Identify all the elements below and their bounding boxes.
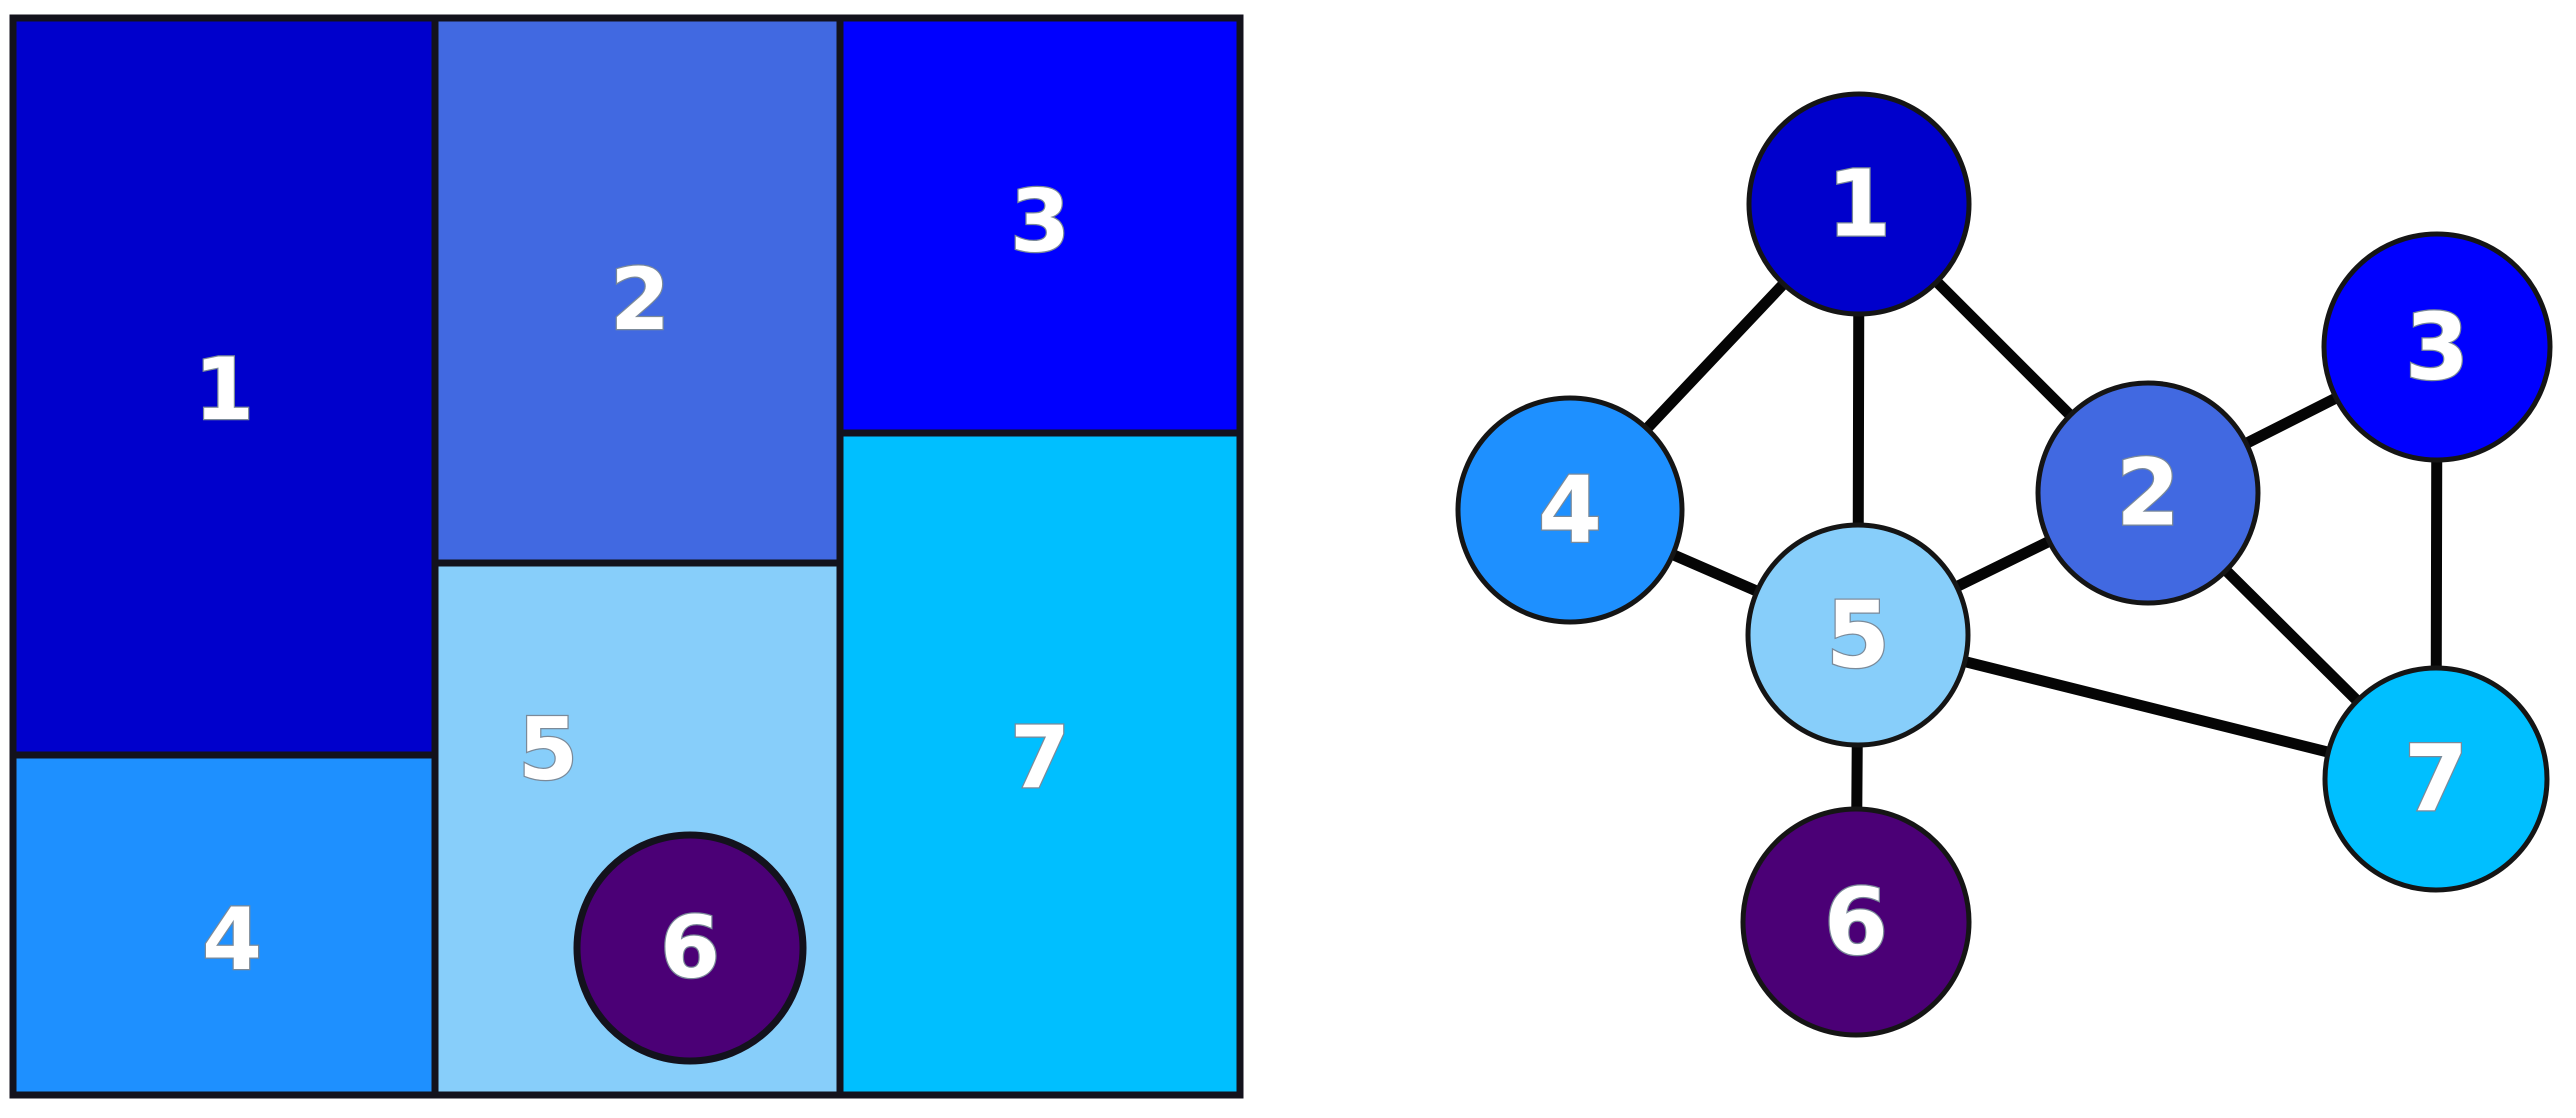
treemap-rect-3[interactable] (836, 14, 1244, 437)
graph-edges (1564, 198, 2443, 928)
treemap-label-5: 5 (518, 700, 578, 800)
treemap-cell-6[interactable]: 6 (573, 831, 807, 1065)
treemap-label-6: 6 (660, 898, 720, 998)
graph-node-6[interactable]: 6 (1740, 806, 1972, 1038)
treemap-label-2: 2 (610, 250, 670, 350)
treemap-cell-4[interactable]: 4 (9, 751, 439, 1099)
graph-node-label-7: 7 (2404, 726, 2468, 833)
treemap-rect-7[interactable] (836, 429, 1244, 1099)
graph-node-label-1: 1 (1827, 151, 1891, 258)
graph-node-circle-7[interactable] (2322, 665, 2550, 893)
graph-node-3[interactable]: 3 (2321, 231, 2553, 463)
graph-node-label-6: 6 (1824, 869, 1888, 976)
treemap-label-4: 4 (202, 890, 262, 990)
graph-node-2[interactable]: 2 (2035, 380, 2261, 606)
graph-node-label-2: 2 (2116, 440, 2180, 547)
graph-panel: 1 2 3 4 5 6 7 (1300, 0, 2576, 1118)
graph-node-circle-6[interactable] (1740, 806, 1972, 1038)
treemap-rect-2[interactable] (431, 14, 844, 567)
graph-node-circle-4[interactable] (1455, 395, 1685, 625)
treemap-cell-3[interactable]: 3 (836, 14, 1244, 437)
graph-node-circle-3[interactable] (2321, 231, 2553, 463)
treemap-cell-7[interactable]: 7 (836, 429, 1244, 1099)
graph-node-label-5: 5 (1826, 582, 1890, 689)
treemap-panel: 1 2 3 4 5 7 6 (9, 14, 1244, 1099)
treemap-svg: 1 2 3 4 5 7 6 (9, 14, 1244, 1099)
graph-node-circle-5[interactable] (1745, 522, 1971, 748)
graph-node-4[interactable]: 4 (1455, 395, 1685, 625)
treemap-rect-1[interactable] (9, 14, 439, 759)
treemap-label-7: 7 (1010, 708, 1070, 808)
treemap-label-3: 3 (1010, 172, 1070, 272)
graph-node-label-4: 4 (1538, 457, 1602, 564)
graph-node-1[interactable]: 1 (1746, 91, 1972, 317)
treemap-circle-6[interactable] (573, 831, 807, 1065)
graph-node-5[interactable]: 5 (1745, 522, 1971, 748)
graph-node-circle-1[interactable] (1746, 91, 1972, 317)
graph-node-label-3: 3 (2405, 294, 2469, 401)
graph-node-7[interactable]: 7 (2322, 665, 2550, 893)
node-link-graph-svg: 1 2 3 4 5 6 7 (1455, 91, 2553, 1038)
graph-node-circle-2[interactable] (2035, 380, 2261, 606)
treemap-label-1: 1 (194, 340, 254, 440)
treemap-cell-2[interactable]: 2 (431, 14, 844, 567)
treemap-cell-1[interactable]: 1 (9, 14, 439, 759)
